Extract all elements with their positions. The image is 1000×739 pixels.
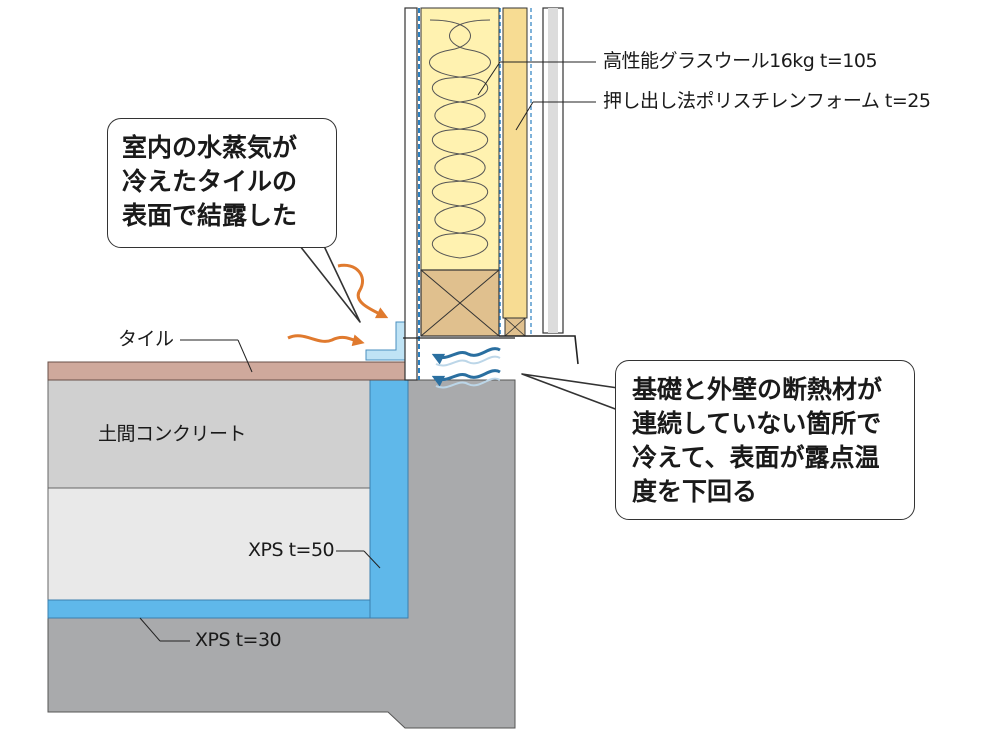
glass-wool	[420, 7, 500, 271]
callout-thermal-bridge-line: 度を下回る	[632, 477, 758, 506]
xps-30-board	[47, 599, 389, 619]
callout-condensation-line: 室内の水蒸気が	[122, 133, 298, 162]
label-glass-wool: 高性能グラスウール16kg t=105	[603, 50, 878, 72]
label-xps-wall: 押し出し法ポリスチレンフォーム t=25	[603, 90, 931, 112]
callout-condensation: 室内の水蒸気が 冷えたタイルの 表面で結露した	[107, 118, 337, 248]
callout-thermal-bridge-line: 基礎と外壁の断熱材が	[632, 375, 883, 404]
tile-corner-piece	[365, 321, 407, 361]
xps-25-board	[502, 7, 528, 319]
callout-thermal-bridge-line: 冷えて、表面が露点温	[632, 443, 880, 472]
inner-board	[404, 7, 418, 381]
callout-condensation-line: 冷えたタイルの	[122, 167, 298, 196]
callout-condensation-line: 表面で結露した	[122, 201, 298, 230]
callout-thermal-bridge-line: 連続していない箇所で	[632, 409, 882, 438]
tile-layer	[47, 361, 414, 381]
callout-thermal-bridge: 基礎と外壁の断熱材が 連続していない箇所で 冷えて、表面が露点温 度を下回る	[615, 360, 915, 520]
label-concrete: 土間コンクリート	[98, 423, 247, 445]
xps-50-board	[369, 379, 409, 619]
label-tile: タイル	[118, 328, 174, 350]
label-xps-30: XPS t=30	[195, 629, 282, 651]
label-xps-50: XPS t=50	[248, 539, 335, 561]
slab-concrete	[47, 379, 371, 489]
